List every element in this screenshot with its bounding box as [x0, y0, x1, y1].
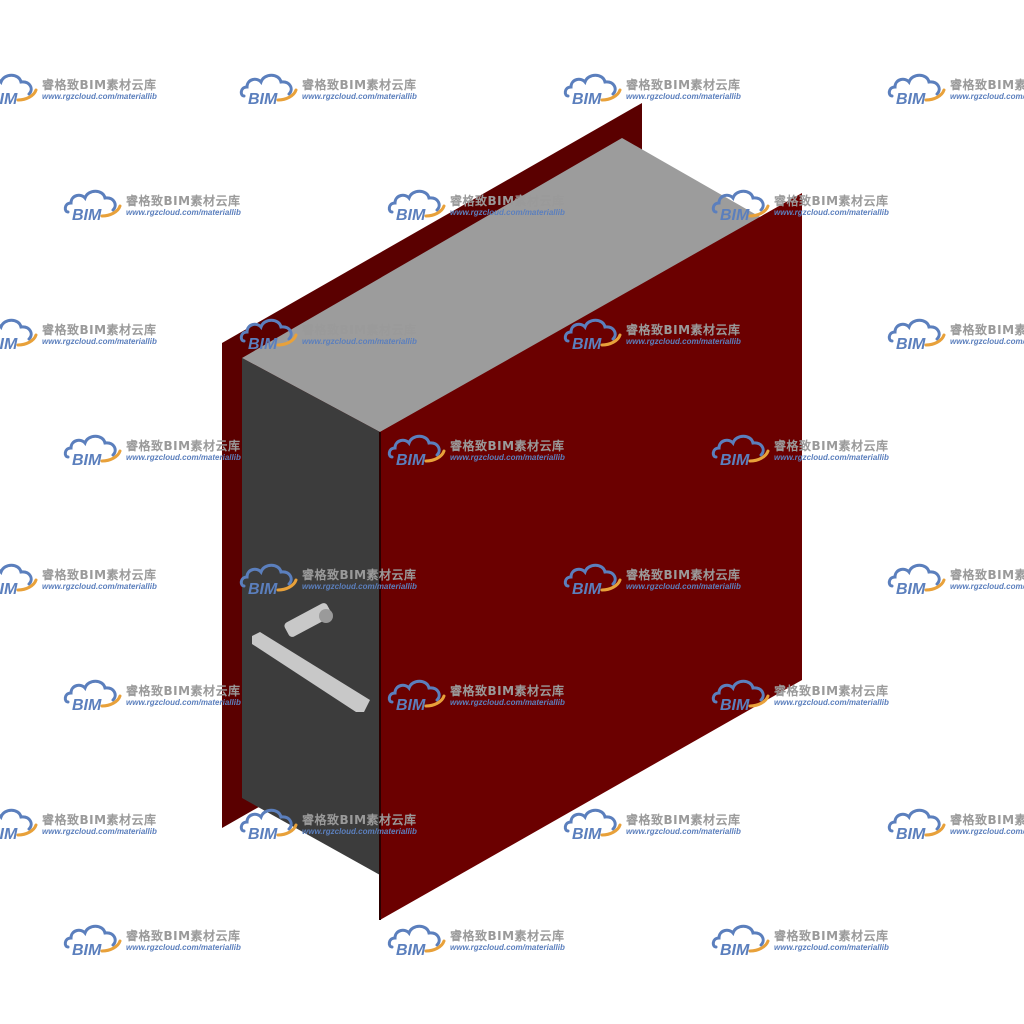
front-flange: [380, 193, 802, 920]
operating-handle: [252, 603, 370, 712]
body-top-face: [242, 138, 762, 432]
